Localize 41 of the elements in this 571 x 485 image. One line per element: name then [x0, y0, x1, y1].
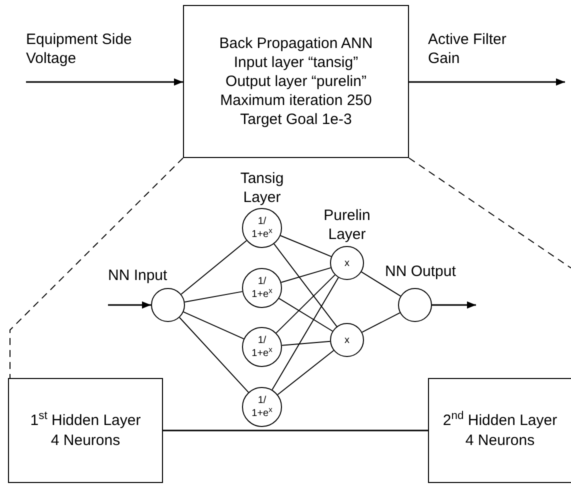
- connector-line: [280, 235, 332, 258]
- box-text: Target Goal 1e-3: [240, 110, 352, 129]
- arrow: [432, 301, 476, 309]
- connector-line: [281, 340, 331, 346]
- zoom-line: [408, 158, 571, 268]
- connector-line: [272, 277, 339, 390]
- connector-line: [280, 267, 332, 283]
- neuron-formula: x: [344, 334, 350, 346]
- process-box: [428, 378, 571, 483]
- node-caption: NN Output: [385, 262, 456, 281]
- neuron-formula: 1/ 1+e$^{x}$: [250, 275, 274, 301]
- arrow: [26, 78, 183, 86]
- box-text: 2$^{nd}$ Hidden Layer 4 Neurons: [442, 410, 558, 450]
- connector-line: [274, 243, 338, 327]
- connector-line: [184, 291, 243, 302]
- connector-line: [183, 311, 244, 340]
- arrow: [108, 301, 151, 309]
- box-text: Output layer “purelin”: [226, 72, 366, 91]
- connector-line: [179, 317, 249, 393]
- process-box: [8, 378, 163, 483]
- process-box: [183, 5, 409, 158]
- node-caption: NN Input: [108, 266, 168, 285]
- connector-line: [163, 430, 428, 432]
- box-text: Maximum iteration 250: [220, 91, 372, 110]
- arrow: [409, 78, 565, 86]
- neuron-formula: 1/ 1+e$^{x}$: [250, 215, 274, 241]
- connector-line: [276, 274, 336, 334]
- connector-line: [360, 271, 402, 297]
- box-text: 1$^{st}$ Hidden Layer 4 Neurons: [29, 410, 142, 450]
- neuron-formula: x: [344, 256, 350, 270]
- connector-line: [180, 240, 248, 295]
- layer-label: Tansig Layer: [239, 169, 285, 207]
- neuron-formula: 1/ 1+e$^{x}$: [250, 394, 274, 420]
- box-text: Back Propagation ANN: [219, 34, 373, 53]
- neuron-formula: 1/ 1+e$^{x}$: [250, 334, 274, 360]
- box-text: Input layer “tansig”: [234, 53, 358, 72]
- connector-line: [277, 350, 334, 396]
- zoom-line: [10, 158, 184, 378]
- connector-line: [362, 312, 400, 333]
- connector-line: [278, 298, 333, 332]
- layer-label: Purelin Layer: [322, 206, 372, 244]
